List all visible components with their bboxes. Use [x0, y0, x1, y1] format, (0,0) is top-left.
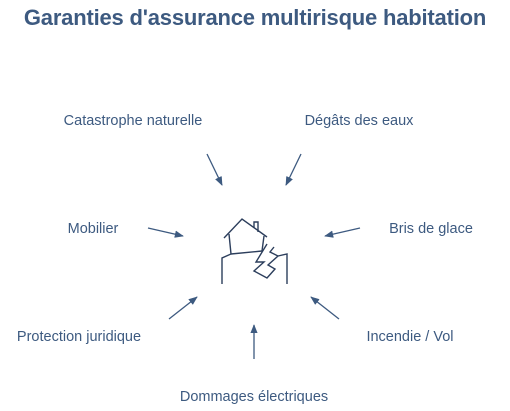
arrow-mobilier: [147, 227, 184, 238]
arrow-catastrophe-naturelle: [206, 153, 223, 186]
arrow-bris-de-glace: [324, 227, 361, 238]
arrow-degats-des-eaux: [285, 153, 302, 186]
page-title: Garanties d'assurance multirisque habita…: [23, 5, 487, 30]
label-mobilier: Mobilier: [68, 221, 119, 237]
label-bris-de-glace: Bris de glace: [389, 221, 473, 237]
label-catastrophe-naturelle: Catastrophe naturelle: [64, 113, 203, 129]
arrow-protection-juridique: [168, 296, 198, 320]
label-incendie-vol: Incendie / Vol: [366, 329, 453, 345]
label-protection-juridique: Protection juridique: [17, 329, 141, 345]
arrow-incendie-vol: [310, 296, 340, 320]
broken-house-icon: [221, 218, 288, 284]
label-degats-des-eaux: Dégâts des eaux: [305, 113, 415, 129]
label-dommages-electriques: Dommages électriques: [180, 389, 328, 405]
